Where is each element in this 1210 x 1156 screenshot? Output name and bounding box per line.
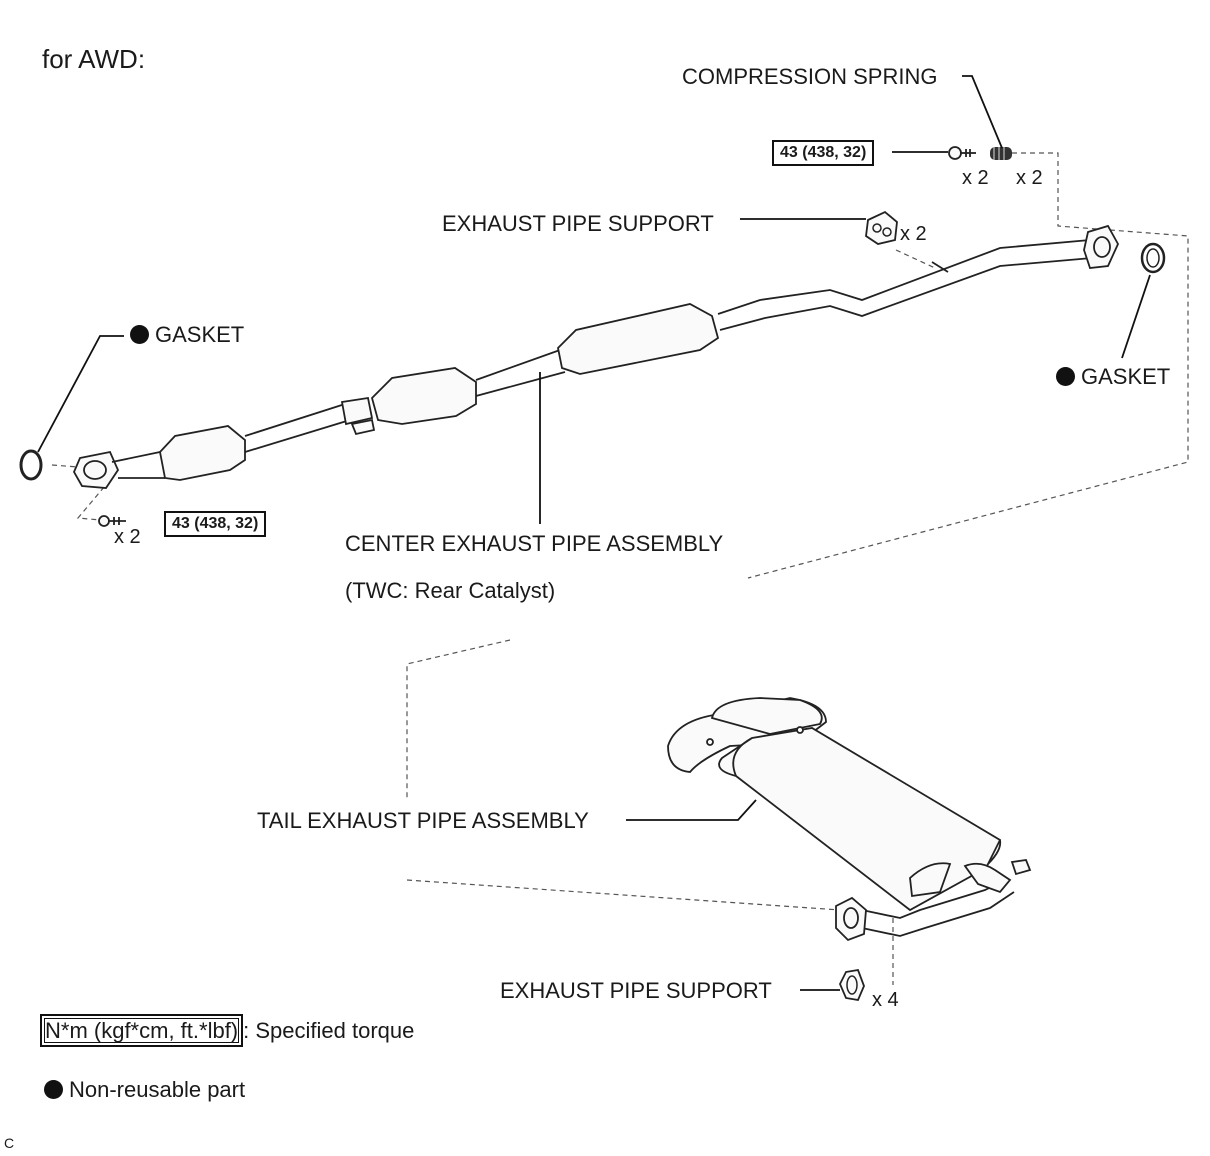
gasket-rear-label: GASKET — [1056, 366, 1170, 388]
legend-torque-box: N*m (kgf*cm, ft.*lbf) — [40, 1014, 244, 1047]
legend-nonreusable-text: Non-reusable part — [69, 1077, 246, 1102]
torque-spec-front: 43 (438, 32) — [164, 511, 267, 537]
support-top-qty: x 2 — [900, 223, 927, 245]
compression-spring — [990, 147, 1012, 160]
torque-spec-top: 43 (438, 32) — [772, 140, 875, 166]
tail-exhaust-pipe-assembly-label: TAIL EXHAUST PIPE ASSEMBLY — [257, 808, 589, 833]
non-reusable-dot-icon — [130, 325, 149, 344]
bolt-top-qty: x 2 — [962, 167, 989, 189]
exhaust-pipe-support-bottom-label: EXHAUST PIPE SUPPORT — [500, 978, 772, 1003]
front-bolt — [98, 515, 126, 527]
assembly-guide-lines — [51, 152, 1189, 985]
gasket-front-label: GASKET — [130, 324, 244, 346]
non-reusable-dot-icon — [44, 1080, 63, 1099]
bolt-front-qty: x 2 — [114, 526, 141, 548]
tail-exhaust-pipe-assembly — [667, 697, 1032, 942]
gasket-front-text: GASKET — [155, 322, 245, 347]
front-gasket — [19, 449, 43, 481]
legend-nonreusable: Non-reusable part — [44, 1079, 245, 1101]
rear-gasket — [1140, 242, 1166, 274]
top-bolt — [948, 146, 976, 160]
page-title: for AWD: — [42, 44, 146, 74]
exhaust-pipe-support-bottom — [839, 968, 865, 1002]
exhaust-pipe-support-top — [865, 210, 898, 245]
legend-torque-desc: : Specified torque — [243, 1018, 415, 1043]
support-bottom-qty: x 4 — [872, 989, 899, 1011]
legend-torque: N*m (kgf*cm, ft.*lbf): Specified torque — [40, 1014, 415, 1047]
exhaust-pipe-support-top-label: EXHAUST PIPE SUPPORT — [442, 211, 714, 236]
compression-spring-label: COMPRESSION SPRING — [682, 64, 938, 89]
spring-qty: x 2 — [1016, 167, 1043, 189]
footer-code: C — [4, 1135, 15, 1151]
center-exhaust-pipe-assembly — [72, 224, 1120, 489]
non-reusable-dot-icon — [1056, 367, 1075, 386]
gasket-rear-text: GASKET — [1081, 364, 1171, 389]
leader-lines — [37, 75, 1151, 991]
center-exhaust-pipe-assembly-sublabel: (TWC: Rear Catalyst) — [345, 578, 556, 603]
center-exhaust-pipe-assembly-label: CENTER EXHAUST PIPE ASSEMBLY — [345, 531, 724, 556]
